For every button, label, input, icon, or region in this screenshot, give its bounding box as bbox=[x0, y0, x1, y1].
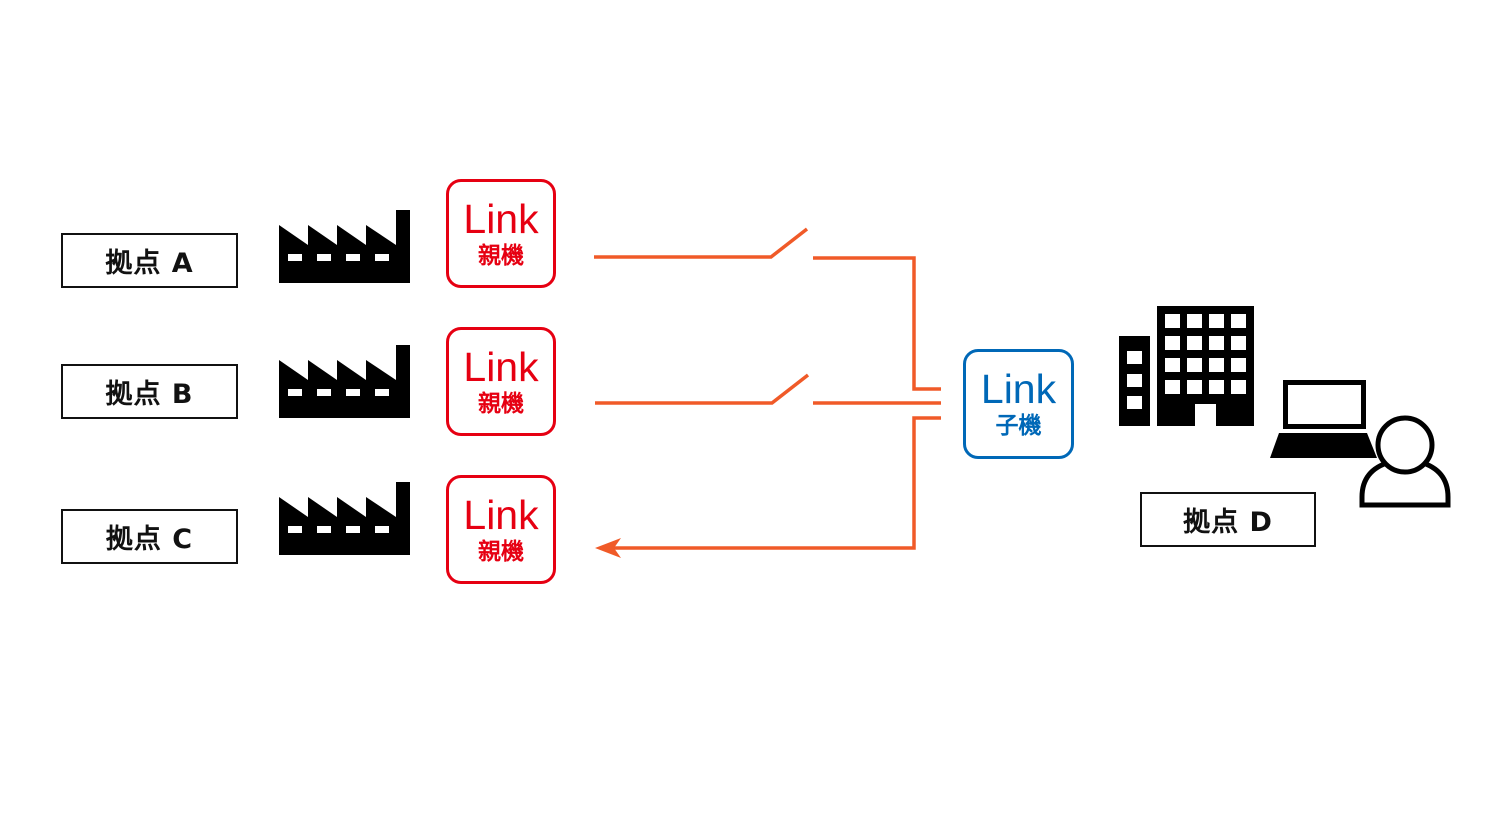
link-brand-text: Link bbox=[980, 366, 1057, 412]
site-label-c-text: 拠点 C bbox=[105, 524, 194, 555]
link-brand-text: Link bbox=[463, 491, 539, 538]
site-label-d: 拠点 D bbox=[1140, 492, 1316, 547]
laptop-icon bbox=[1270, 380, 1377, 458]
link-brand-text: Link bbox=[463, 195, 539, 242]
site-label-a: 拠点 A bbox=[61, 233, 238, 288]
site-label-b-text: 拠点 B bbox=[105, 379, 194, 410]
link-brand-text: Link bbox=[463, 343, 539, 390]
link-parent-device-a: Link 親機 bbox=[446, 179, 556, 288]
link-role-text: 親機 bbox=[478, 390, 524, 417]
arrow-head-icon bbox=[595, 538, 621, 558]
site-label-c: 拠点 C bbox=[61, 509, 238, 564]
user-icon bbox=[1359, 415, 1451, 508]
connection-line-a-hub bbox=[813, 256, 941, 391]
office-building-icon bbox=[1119, 306, 1254, 426]
link-role-text: 親機 bbox=[478, 538, 524, 565]
link-parent-device-c: Link 親機 bbox=[446, 475, 556, 584]
link-role-text: 親機 bbox=[478, 242, 524, 269]
link-parent-device-b: Link 親機 bbox=[446, 327, 556, 436]
site-label-d-text: 拠点 D bbox=[1183, 507, 1273, 538]
connection-line-b bbox=[595, 373, 810, 405]
connection-line-a bbox=[594, 227, 809, 259]
link-role-text: 子機 bbox=[995, 413, 1042, 439]
link-child-device: Link 子機 bbox=[963, 349, 1074, 459]
site-label-a-text: 拠点 A bbox=[105, 248, 194, 279]
site-label-b: 拠点 B bbox=[61, 364, 238, 419]
connection-line-c bbox=[605, 416, 941, 550]
